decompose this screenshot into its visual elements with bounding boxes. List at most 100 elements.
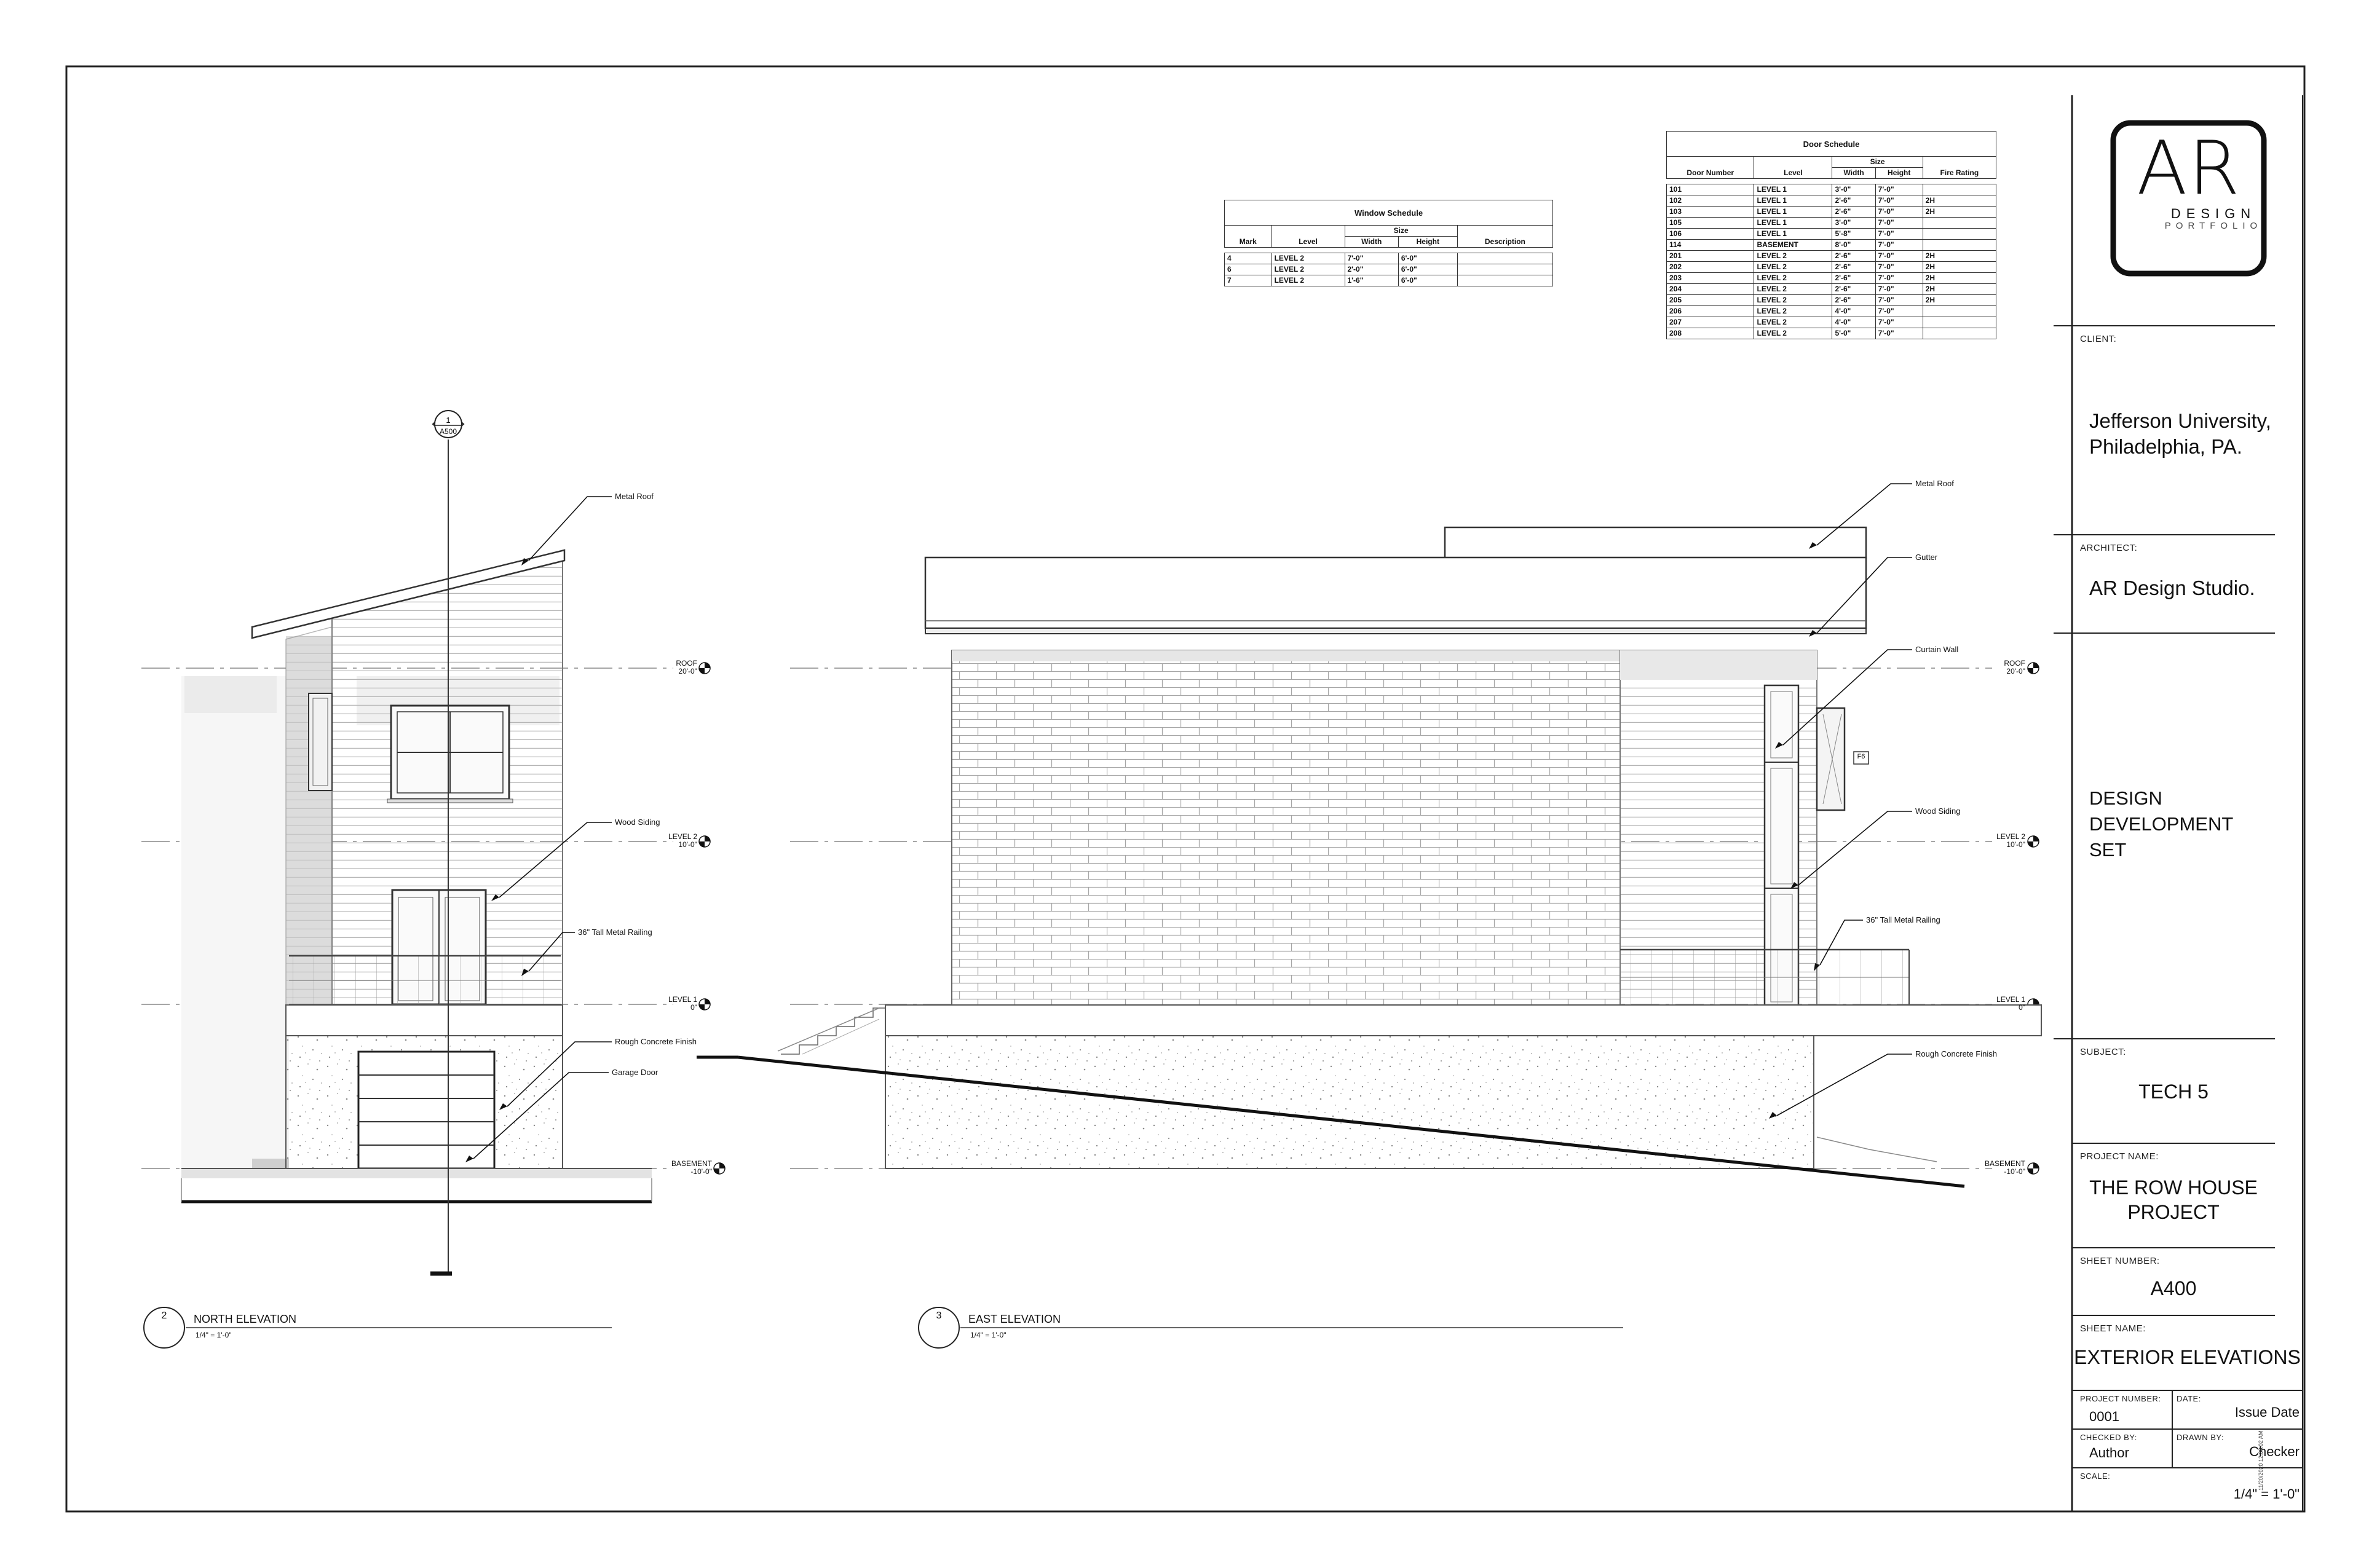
ds-cell bbox=[1922, 317, 1997, 328]
ds-cell: LEVEL 2 bbox=[1754, 261, 1833, 273]
annotation-railing-east: 36" Tall Metal Railing bbox=[1866, 915, 1940, 924]
ws-cell: 6'-0" bbox=[1398, 275, 1458, 286]
level-name: BASEMENT bbox=[671, 1159, 712, 1168]
logo-frame bbox=[2110, 120, 2267, 277]
level-name: ROOF bbox=[2004, 659, 2025, 668]
ds-cell: 2'-6" bbox=[1832, 195, 1876, 207]
scale-value: 1/4" = 1'-0" bbox=[2233, 1486, 2300, 1502]
ds-cell: 208 bbox=[1666, 328, 1755, 339]
ds-cell bbox=[1922, 239, 1997, 251]
ds-cell bbox=[1922, 184, 1997, 195]
ds-cell: LEVEL 1 bbox=[1754, 228, 1833, 240]
project-name-label: PROJECT NAME: bbox=[2080, 1151, 2159, 1162]
project-name: THE ROW HOUSE PROJECT bbox=[2072, 1175, 2275, 1224]
ds-cell: 2'-6" bbox=[1832, 206, 1876, 218]
ds-cell: BASEMENT bbox=[1754, 239, 1833, 251]
ws-header-size: Size bbox=[1344, 225, 1458, 237]
ds-cell: 101 bbox=[1666, 184, 1755, 195]
level-elevation: 0" bbox=[690, 1003, 697, 1012]
ds-cell: 8'-0" bbox=[1832, 239, 1876, 251]
north-elevation-number: 2 bbox=[161, 1310, 167, 1321]
sheet-name-label: SHEET NAME: bbox=[2080, 1323, 2146, 1334]
east-elevation-drawing bbox=[697, 526, 2042, 1188]
level-elevation: -10'-0" bbox=[690, 1167, 712, 1176]
annotation-wood-siding-north: Wood Siding bbox=[615, 817, 660, 827]
scale-label: SCALE: bbox=[2080, 1471, 2111, 1481]
ds-cell: 7'-0" bbox=[1875, 261, 1923, 273]
ds-cell: 7'-0" bbox=[1875, 328, 1923, 339]
sheet-name: EXTERIOR ELEVATIONS bbox=[2074, 1346, 2301, 1368]
project-name-line-1: THE ROW HOUSE bbox=[2089, 1176, 2258, 1199]
annotation-concrete-east: Rough Concrete Finish bbox=[1915, 1049, 1997, 1058]
ws-cell: 2'-0" bbox=[1344, 264, 1399, 275]
ds-cell: 2H bbox=[1922, 294, 1997, 306]
east-elevation-title: EAST ELEVATION bbox=[968, 1313, 1061, 1325]
level-name: LEVEL 1 bbox=[1996, 995, 2025, 1004]
ds-cell: 2H bbox=[1922, 195, 1997, 207]
ds-cell: 7'-0" bbox=[1875, 239, 1923, 251]
ds-cell: 202 bbox=[1666, 261, 1755, 273]
level-elevation: 0" bbox=[2019, 1003, 2025, 1012]
ds-cell: 5'-8" bbox=[1832, 228, 1876, 240]
logo-subtext-2: PORTFOLIO bbox=[2164, 221, 2263, 231]
drawn-by: Checker bbox=[2249, 1444, 2300, 1459]
ds-cell: 7'-0" bbox=[1875, 184, 1923, 195]
level-name: ROOF bbox=[676, 659, 697, 668]
ds-cell: 206 bbox=[1666, 305, 1755, 317]
client-value: Jefferson University, Philadelphia, PA. bbox=[2089, 408, 2271, 460]
north-elevation-title: NORTH ELEVATION bbox=[194, 1313, 297, 1325]
ds-cell: 103 bbox=[1666, 206, 1755, 218]
ws-header-mark: Mark bbox=[1224, 225, 1272, 248]
ds-cell: LEVEL 1 bbox=[1754, 184, 1833, 195]
ds-cell: 102 bbox=[1666, 195, 1755, 207]
ds-cell: 204 bbox=[1666, 283, 1755, 295]
ds-cell: 2'-6" bbox=[1832, 294, 1876, 306]
window-schedule-title: Window Schedule bbox=[1224, 200, 1553, 226]
ds-cell: 207 bbox=[1666, 317, 1755, 328]
annotation-metal-roof-north: Metal Roof bbox=[615, 492, 654, 501]
ds-cell: 7'-0" bbox=[1875, 250, 1923, 262]
ds-cell: 7'-0" bbox=[1875, 217, 1923, 229]
ds-cell: 7'-0" bbox=[1875, 283, 1923, 295]
ws-cell: 6 bbox=[1224, 264, 1272, 275]
ds-cell: 2H bbox=[1922, 283, 1997, 295]
subject-value: TECH 5 bbox=[2138, 1081, 2209, 1103]
set-line-3: SET bbox=[2089, 839, 2127, 861]
ws-cell bbox=[1457, 253, 1554, 264]
annotation-metal-roof-east: Metal Roof bbox=[1915, 479, 1954, 488]
section-marker-sheet: A500 bbox=[439, 427, 457, 436]
north-elevation-scale: 1/4" = 1'-0" bbox=[196, 1331, 232, 1339]
ds-cell: 201 bbox=[1666, 250, 1755, 262]
ds-cell: 2'-6" bbox=[1832, 283, 1876, 295]
checked-by-label: CHECKED BY: bbox=[2080, 1433, 2137, 1442]
annotation-concrete-north: Rough Concrete Finish bbox=[615, 1037, 697, 1046]
ds-cell: 7'-0" bbox=[1875, 272, 1923, 284]
ws-cell: LEVEL 2 bbox=[1271, 253, 1345, 264]
ws-cell: 1'-6" bbox=[1344, 275, 1399, 286]
ds-cell: 7'-0" bbox=[1875, 195, 1923, 207]
date-label: DATE: bbox=[2177, 1394, 2201, 1403]
level-elevation: -10'-0" bbox=[2004, 1167, 2025, 1176]
ds-cell: LEVEL 1 bbox=[1754, 217, 1833, 229]
ds-cell bbox=[1922, 217, 1997, 229]
level-elevation: 10'-0" bbox=[678, 840, 697, 849]
level-elevation: 10'-0" bbox=[2006, 840, 2025, 849]
sheet-number-label: SHEET NUMBER: bbox=[2080, 1256, 2160, 1266]
ds-cell: 106 bbox=[1666, 228, 1755, 240]
ds-header-level: Level bbox=[1754, 156, 1833, 179]
date-value: Issue Date bbox=[2234, 1405, 2300, 1420]
